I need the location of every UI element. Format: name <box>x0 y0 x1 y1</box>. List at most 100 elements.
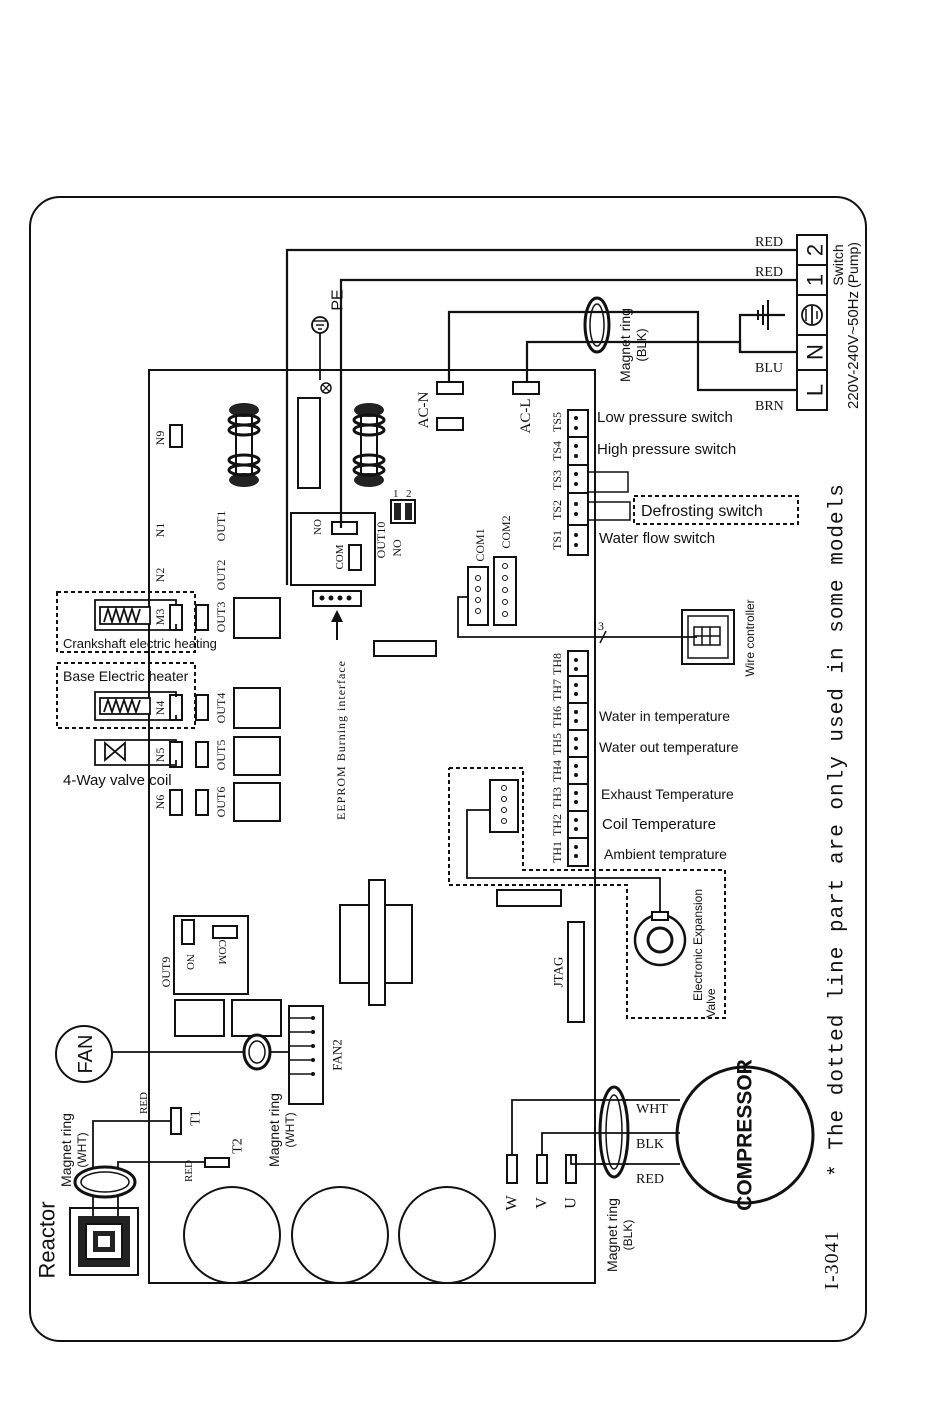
out9-no: NO <box>184 954 196 970</box>
base-heater-box <box>56 662 196 729</box>
n9-connector <box>169 424 183 448</box>
out10-no-label: NO <box>390 539 404 557</box>
dip-label-2: 2 <box>406 488 412 500</box>
out6-connector <box>195 789 209 816</box>
th1-label: TH1 <box>550 841 564 863</box>
compressor-wire-wht: WHT <box>636 1102 668 1117</box>
th4-label: TH4 <box>550 760 564 782</box>
n2-label: N2 <box>153 568 167 583</box>
magnet-ring-mid-icon <box>242 1033 272 1071</box>
u-label: U <box>563 1197 580 1209</box>
ground-terminal-icon <box>801 304 823 326</box>
t1-red-label: RED <box>138 1092 150 1114</box>
four-way-valve-icon <box>94 739 177 766</box>
m3-label: M3 <box>153 609 167 626</box>
th5-label: TH5 <box>550 733 564 755</box>
v-terminal <box>536 1154 548 1184</box>
th2-label: TH2 <box>550 814 564 836</box>
out3-relay <box>233 597 281 639</box>
dip-switch <box>390 499 416 524</box>
out10-relay-com: COM <box>334 544 346 569</box>
magnet-ring-bottom-color: (BLK) <box>621 1220 635 1251</box>
crankshaft-heater-box <box>56 591 196 653</box>
magnet-ring-mid-label: Magnet ring <box>266 1093 282 1167</box>
pe-ground-icon <box>311 316 332 394</box>
reactor-label: Reactor <box>35 1201 60 1278</box>
eev-label-2: Valve <box>704 988 718 1017</box>
eev-icon <box>633 911 687 967</box>
cable-count: 3 <box>598 619 604 633</box>
transformer <box>339 879 413 1006</box>
ac-l-label: AC-L <box>518 399 534 434</box>
eeprom-connector <box>312 590 362 640</box>
out5-relay <box>233 736 281 776</box>
com2-connector <box>493 556 517 626</box>
com1-connector <box>467 566 489 626</box>
magnet-ring-bottom-label: Magnet ring <box>604 1198 620 1272</box>
dip-label-1: 1 <box>393 488 399 500</box>
wire-controller-label: Wire controller <box>743 599 757 676</box>
eev-connector <box>489 779 519 833</box>
pump-label: (Pump) <box>845 242 861 288</box>
out4-label: OUT4 <box>214 693 228 724</box>
magnet-ring-left-label: Magnet ring <box>58 1113 74 1187</box>
eev-label-1: Electronic Expansion <box>691 889 705 1001</box>
dotted-line-note: * The dotted line part are only used in … <box>827 483 850 1177</box>
n4-label: N4 <box>153 701 167 716</box>
board-component-1 <box>373 640 437 657</box>
coil-label: Coil Temperature <box>602 816 716 833</box>
w-terminal <box>506 1154 518 1184</box>
n1-label: N1 <box>153 523 167 538</box>
ambient-label: Ambient temprature <box>604 846 727 862</box>
out6-label: OUT6 <box>214 787 228 818</box>
ac-l-connector <box>512 381 540 395</box>
ts1-label: TS1 <box>550 530 564 550</box>
base-heater-label: Base Electric heater <box>63 668 189 684</box>
capacitor-3 <box>398 1186 496 1284</box>
toroid-coil-2-icon <box>352 403 386 487</box>
defrosting-label: Defrosting switch <box>641 503 763 520</box>
ts2-wire <box>588 501 631 521</box>
crankshaft-heater-icon <box>94 599 177 631</box>
capacitor-2 <box>291 1186 389 1284</box>
jtag-connector <box>567 921 585 1023</box>
out4-relay <box>233 687 281 729</box>
out9-com: COM <box>216 939 228 964</box>
fan-label: FAN <box>75 1035 97 1074</box>
out9-relay: NO COM <box>173 915 249 995</box>
th-connector-block <box>567 650 589 867</box>
water-flow-label: Water flow switch <box>599 530 715 547</box>
out6-relay <box>233 782 281 822</box>
terminal-n: N <box>803 344 828 360</box>
cable-tick <box>599 630 607 644</box>
pe-label: PE <box>330 289 347 310</box>
low-pressure-label: Low pressure switch <box>597 409 733 426</box>
defrosting-switch-box <box>633 495 799 525</box>
out1-label: OUT1 <box>214 511 228 542</box>
eev-dotted-region <box>448 767 726 1019</box>
t2-label: T2 <box>231 1138 246 1154</box>
supply-voltage: 220V-240V~50Hz <box>845 291 862 409</box>
toroid-coil-1-icon <box>227 403 261 487</box>
t2-red-label: RED <box>183 1160 195 1182</box>
jtag-label: JTAG <box>551 957 566 988</box>
out2-label: OUT2 <box>214 560 228 591</box>
out5-connector <box>195 741 209 768</box>
water-in-label: Water in temperature <box>599 708 730 724</box>
fuse-component <box>297 397 321 489</box>
wire-label-red-1: RED <box>755 235 783 250</box>
fan-icon <box>55 1025 113 1083</box>
out10-label: OUT10 <box>374 522 388 559</box>
base-heater-icon <box>94 691 177 721</box>
fan2-connector <box>288 1005 324 1105</box>
ts4-label: TS4 <box>550 441 564 461</box>
n5-label: N5 <box>153 748 167 763</box>
w-label: W <box>504 1195 521 1211</box>
capacitor-1 <box>183 1186 281 1284</box>
th6-label: TH6 <box>550 706 564 728</box>
wire-label-brn: BRN <box>755 399 784 414</box>
magnet-ring-left-icon <box>73 1165 137 1199</box>
fan2-label: FAN2 <box>330 1039 345 1071</box>
reactor-icon <box>69 1207 139 1276</box>
out9-label: OUT9 <box>159 957 173 988</box>
